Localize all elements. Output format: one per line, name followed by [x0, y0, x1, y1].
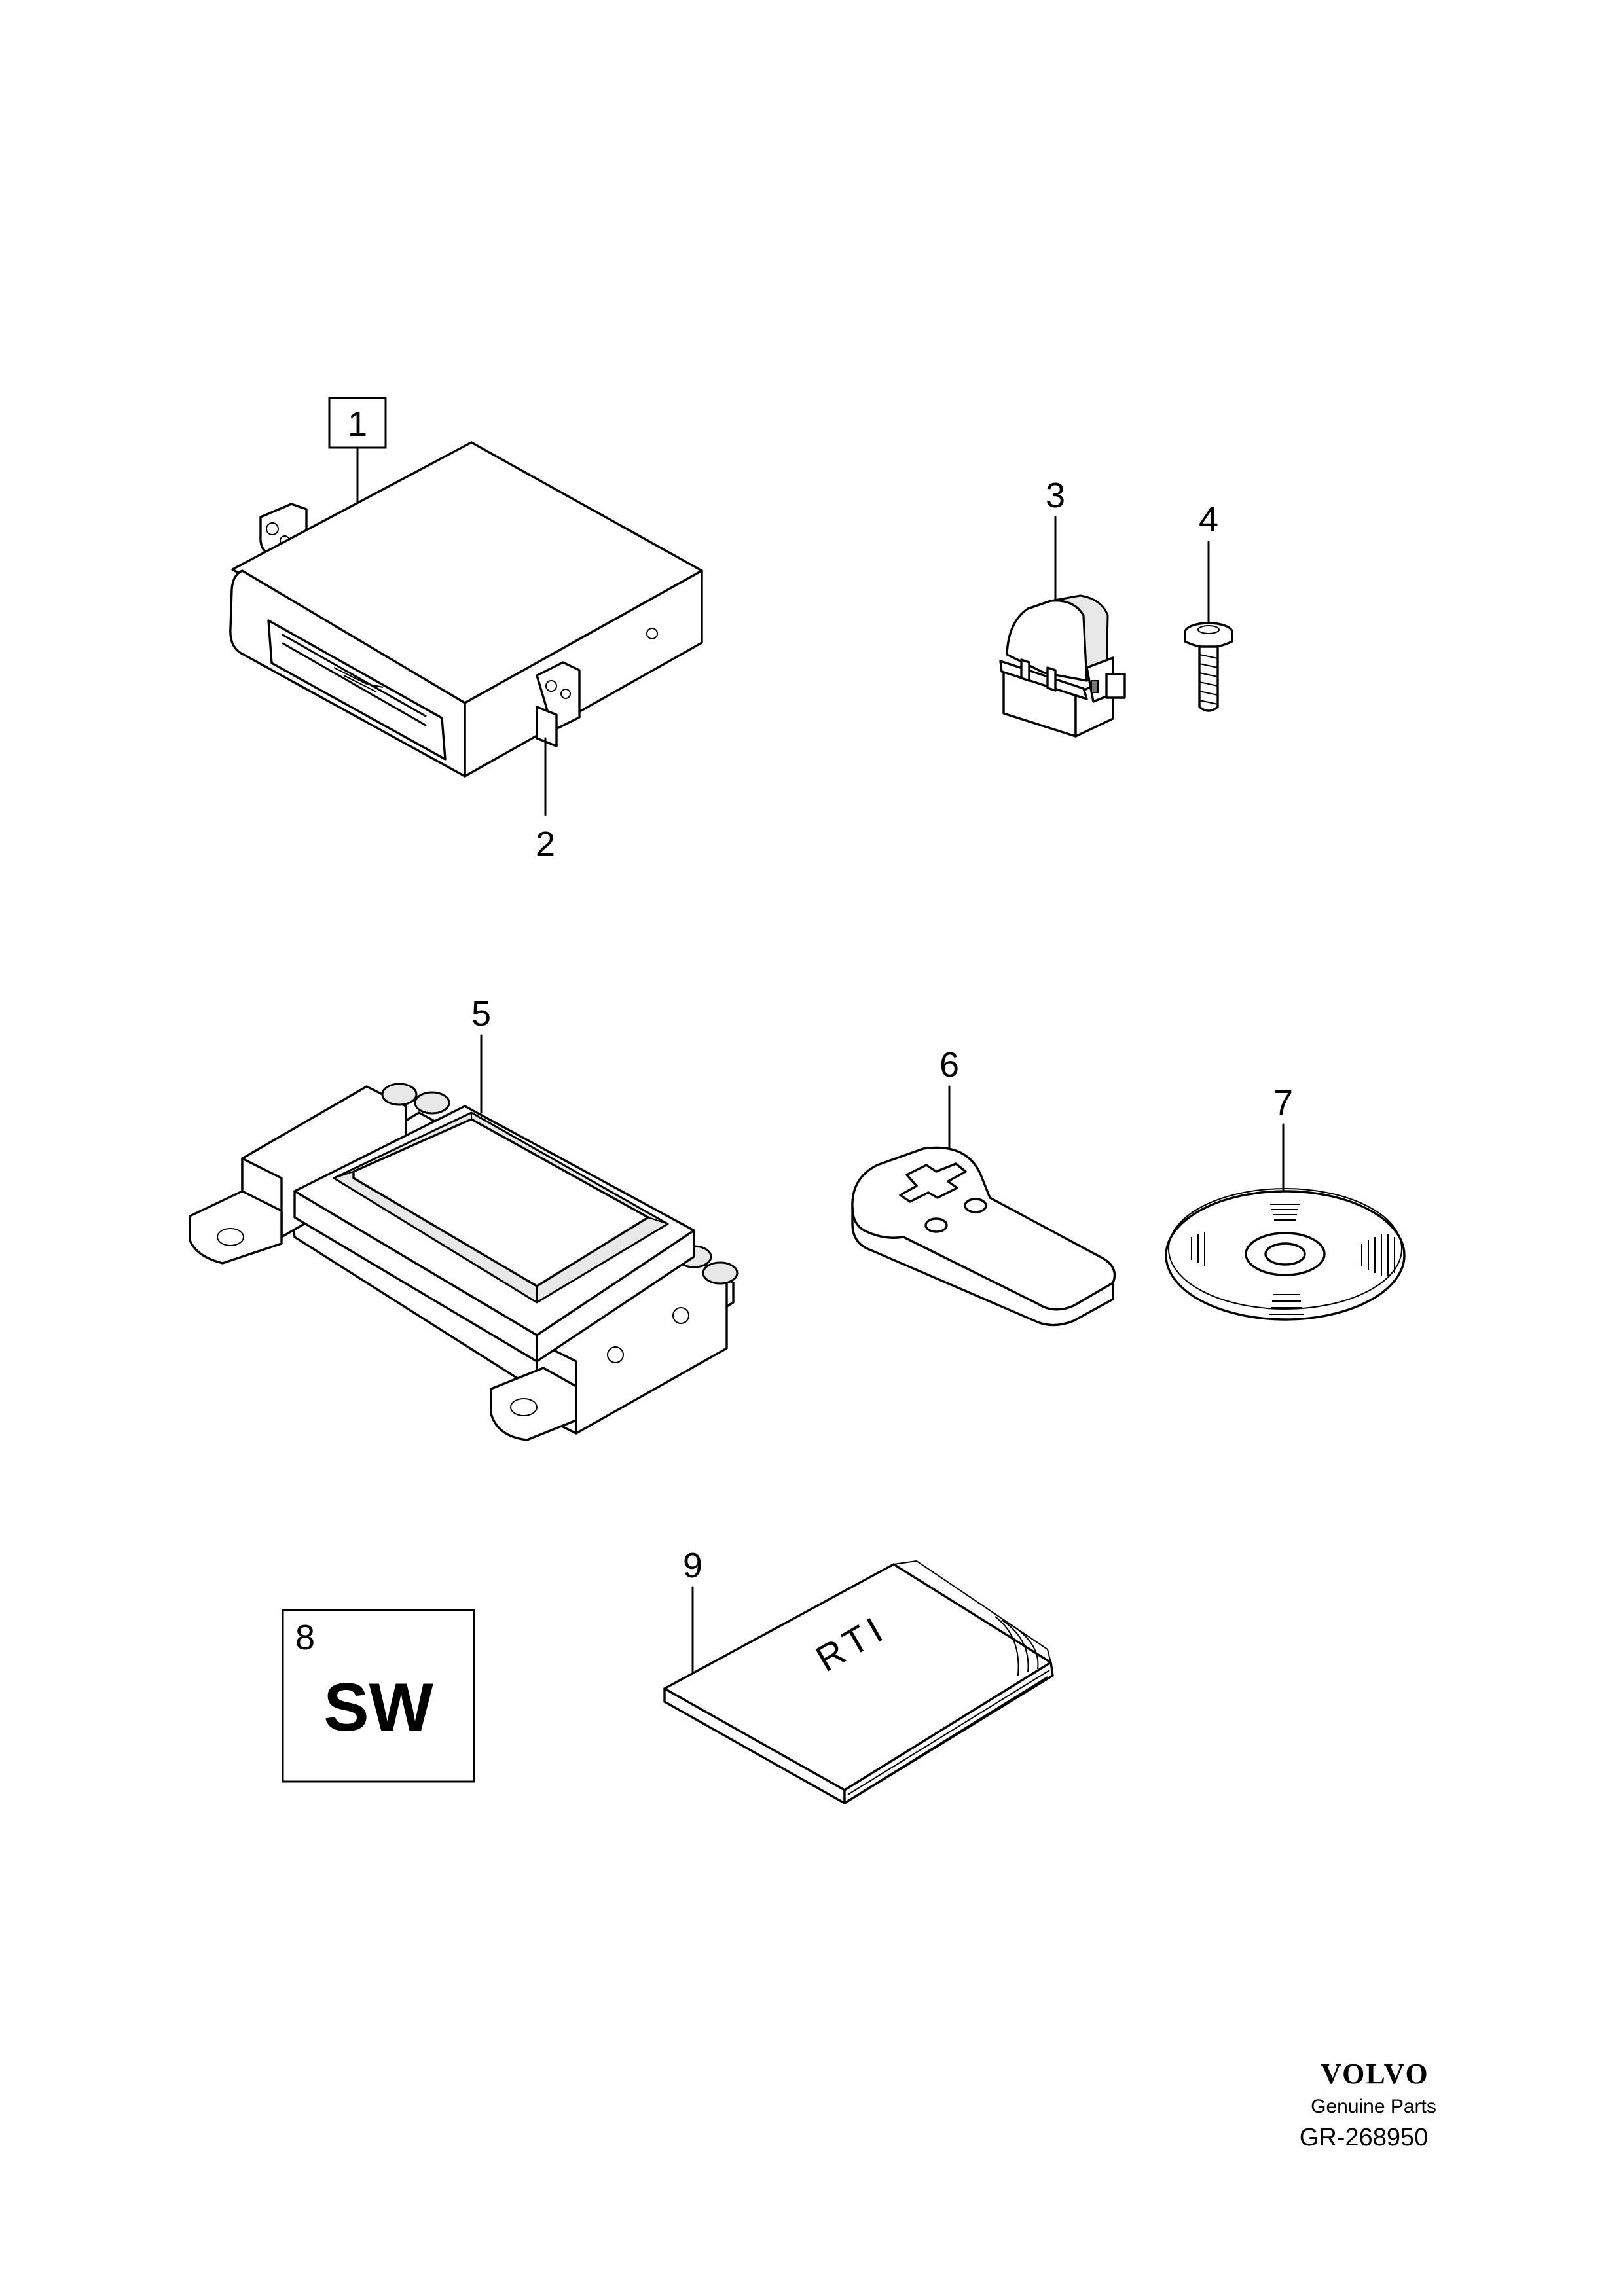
brand-logo: VOLVO: [1321, 2058, 1429, 2090]
part-4-screw: 4: [1184, 500, 1233, 712]
footer-subtitle: Genuine Parts: [1311, 2096, 1436, 2117]
part-3-switch: 3: [999, 476, 1126, 738]
callout-6: 6: [939, 1045, 959, 1085]
part-6-remote-control: 6: [851, 1045, 1116, 1327]
callout-9: 9: [683, 1546, 702, 1585]
callout-2: 2: [536, 825, 555, 864]
callout-7: 7: [1273, 1083, 1293, 1122]
part-1-navigation-unit: 1 2: [229, 397, 703, 864]
software-label: SW: [323, 1670, 433, 1746]
callout-box-1: [328, 397, 387, 449]
part-7-disc: 7: [1165, 1083, 1406, 1321]
callout-8: 8: [295, 1618, 315, 1657]
software-box: [282, 1609, 475, 1783]
part-9-manual: 9 RTI: [663, 1546, 1054, 1804]
callout-3: 3: [1046, 476, 1065, 515]
part-8-software-box: 8 SW: [282, 1609, 475, 1783]
callout-4: 4: [1199, 500, 1218, 539]
diagram-code: GR-268950: [1300, 2124, 1428, 2151]
callout-1: 1: [348, 404, 367, 444]
callout-5: 5: [471, 994, 491, 1033]
part-5-control-module: 5: [189, 994, 739, 1441]
footer: VOLVO Genuine Parts GR-268950: [1300, 2058, 1436, 2151]
